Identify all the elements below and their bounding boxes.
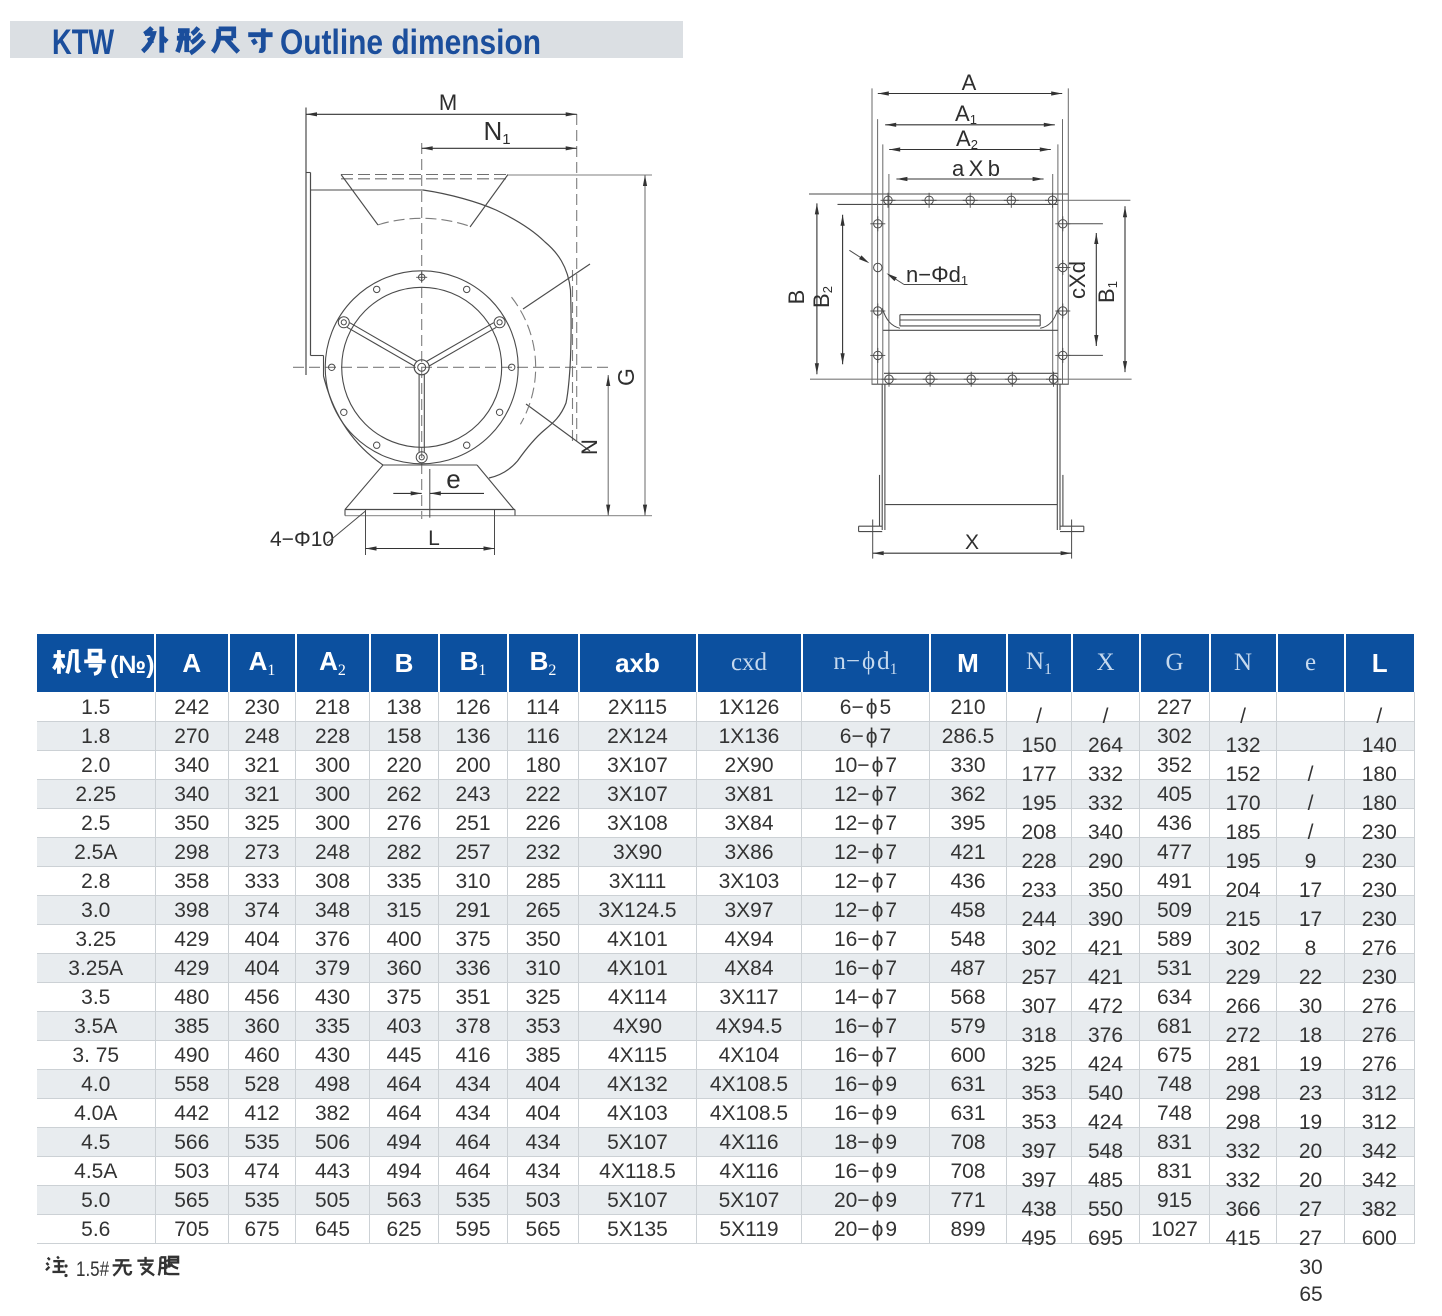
svg-text:G: G [613, 368, 639, 386]
svg-text:M: M [439, 90, 457, 115]
svg-text:a X b: a X b [952, 156, 1000, 181]
svg-text:4−Φ10: 4−Φ10 [270, 528, 334, 551]
svg-text:N: N [577, 439, 602, 455]
svg-text:B: B [784, 290, 809, 305]
svg-text:A: A [962, 70, 977, 95]
svg-text:(№): (№) [110, 651, 155, 679]
svg-text:e: e [446, 464, 460, 494]
svg-text:cXd: cXd [1065, 261, 1090, 299]
svg-text:L: L [428, 527, 440, 550]
svg-text:n−Φd1: n−Φd1 [906, 262, 968, 288]
svg-text:X: X [965, 531, 979, 554]
